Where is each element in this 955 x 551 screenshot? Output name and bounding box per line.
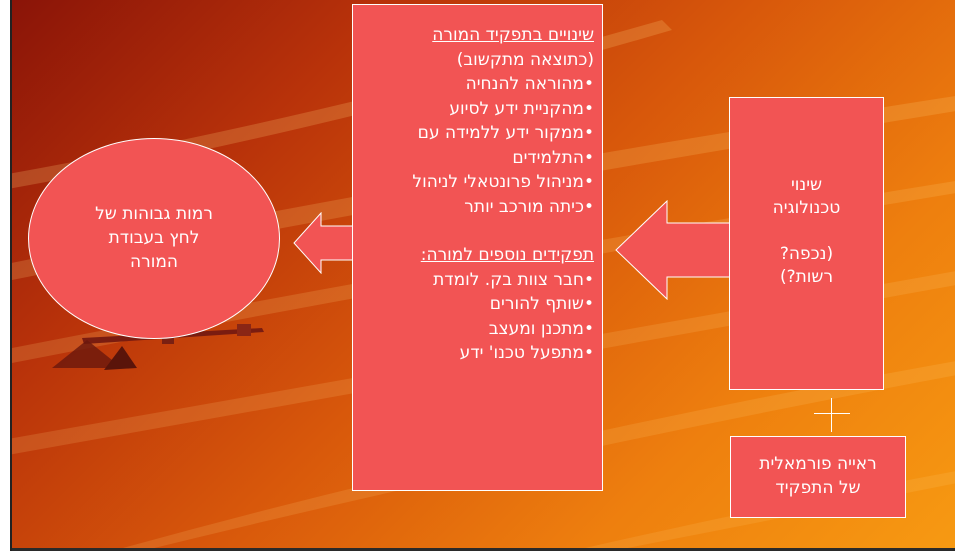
list-item: •מהוראה להנחיה xyxy=(465,74,594,94)
list-item: •מניהול פרונטאלי לניהול xyxy=(412,172,594,192)
list-item: •שותף להורים xyxy=(489,294,594,314)
technology-change-box: שינוי טכנולוגיה (נכפה? רשות?) xyxy=(729,97,884,390)
slide-background: רמות גבוהות של לחץ בעבודת המורה שינויים … xyxy=(10,0,955,551)
formal-role-view-box: ראייה פורמאלית של התפקיד xyxy=(730,436,906,518)
formal-line: של התפקיד xyxy=(775,478,861,498)
ellipse-line: רמות גבוהות של xyxy=(95,204,213,224)
ellipse-line: המורה xyxy=(130,252,178,272)
ellipse-line: לחץ בעבודת xyxy=(108,228,200,248)
tech-line: שינוי xyxy=(790,175,823,195)
list-item: •ממקור ידע ללמידה עם xyxy=(417,123,594,143)
role-changes-subtitle: (כתוצאה מתקשוב) xyxy=(456,49,594,70)
tech-line: טכנולוגיה xyxy=(772,198,841,218)
tech-line xyxy=(730,220,883,243)
additional-roles-title: תפקידים נוספים למורה: xyxy=(420,245,594,265)
formal-line: ראייה פורמאלית xyxy=(759,454,877,474)
plus-icon xyxy=(814,398,850,432)
list-item: •מתכנן ומעצב xyxy=(488,318,594,339)
teacher-stress-ellipse: רמות גבוהות של לחץ בעבודת המורה xyxy=(28,138,280,339)
spacer xyxy=(359,219,594,243)
list-item: •מהקניית ידע לסיוע xyxy=(449,98,594,119)
slide-bottom-border xyxy=(12,548,955,551)
tech-line: רשות?) xyxy=(779,267,834,287)
list-item: •כיתה מורכב יותר xyxy=(464,196,594,217)
left-arrow-to-center-box xyxy=(615,200,731,300)
list-item: •התלמידים xyxy=(512,147,594,168)
list-item: •מתפעל טכנו' ידע xyxy=(459,343,594,363)
tech-line: (נכפה? xyxy=(779,244,834,264)
teacher-role-changes-box: שינויים בתפקיד המורה (כתוצאה מתקשוב) •מה… xyxy=(352,4,603,491)
list-item: •חבר צוות בק. לומדת xyxy=(433,269,594,290)
role-changes-title: שינויים בתפקיד המורה xyxy=(432,25,594,45)
left-arrow-to-ellipse xyxy=(293,212,355,274)
